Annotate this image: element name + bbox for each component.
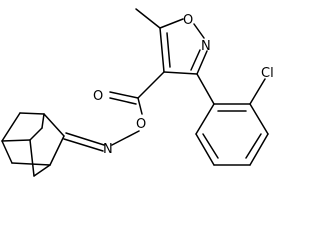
- carbonyl-oxygen-label: O: [93, 89, 103, 104]
- ad-bond-11: [33, 164, 51, 177]
- ring-oxygen-label: O: [183, 13, 193, 28]
- isoxazole-ring: [135, 8, 208, 75]
- bond-ar-3: [249, 133, 269, 166]
- ad-bond-7: [41, 113, 45, 129]
- ad-bond-5: [1, 140, 13, 164]
- bond-c3-c4: [163, 71, 198, 75]
- chlorine-label: Cl: [261, 66, 274, 81]
- structure-drawing: O N O O N Cl: [1, 8, 274, 177]
- bond-noxime-c2-double-a: [65, 132, 105, 146]
- bond-ar-inner-2: [245, 133, 262, 159]
- adamantane-cage: [1, 112, 65, 177]
- bond-carbonyl-double-a: [109, 91, 139, 99]
- oxime-nitrogen-label: N: [103, 142, 113, 157]
- bond-ar-5: [195, 133, 215, 166]
- bond-n2-c3: [196, 50, 208, 75]
- ester-oxygen-label: O: [136, 117, 146, 132]
- ad-bond-3: [19, 112, 45, 115]
- ad-bond-8: [29, 127, 43, 141]
- ad-bond-6: [11, 162, 51, 166]
- bond-ar-2: [249, 103, 269, 135]
- bond-ar-6: [195, 103, 215, 135]
- bond-noxime-c2-double-b: [63, 138, 104, 152]
- ring-nitrogen-label: N: [201, 39, 211, 54]
- bond-c4-carbonyl: [137, 71, 165, 99]
- bond-o1-n2: [193, 23, 205, 39]
- ad-bond-4: [1, 112, 21, 142]
- bond-c5-methyl: [135, 8, 161, 29]
- bond-c4-c5: [159, 27, 165, 73]
- bond-c4-c5-double: [166, 32, 171, 68]
- chlorophenyl-ring: [195, 73, 269, 166]
- ad-bond-10: [29, 139, 35, 177]
- ester-group: [63, 71, 165, 152]
- ad-bond-1: [43, 113, 65, 137]
- bond-n2-c3-double: [190, 49, 201, 71]
- ad-bond-2: [49, 135, 65, 166]
- ad-bond-9: [1, 139, 31, 142]
- atom-labels: O N O O N Cl: [93, 13, 274, 157]
- bond-c5-o1: [159, 18, 184, 29]
- bond-ar-cl: [249, 78, 266, 105]
- bond-c3-ipso: [196, 73, 215, 105]
- molecule-svg: O N O O N Cl: [1, 8, 274, 177]
- bond-oester-noxime: [111, 130, 140, 146]
- bond-ar-inner-3: [202, 133, 219, 159]
- bond-carbonyl-oester: [137, 97, 143, 115]
- bond-carbonyl-double-b: [109, 97, 137, 105]
